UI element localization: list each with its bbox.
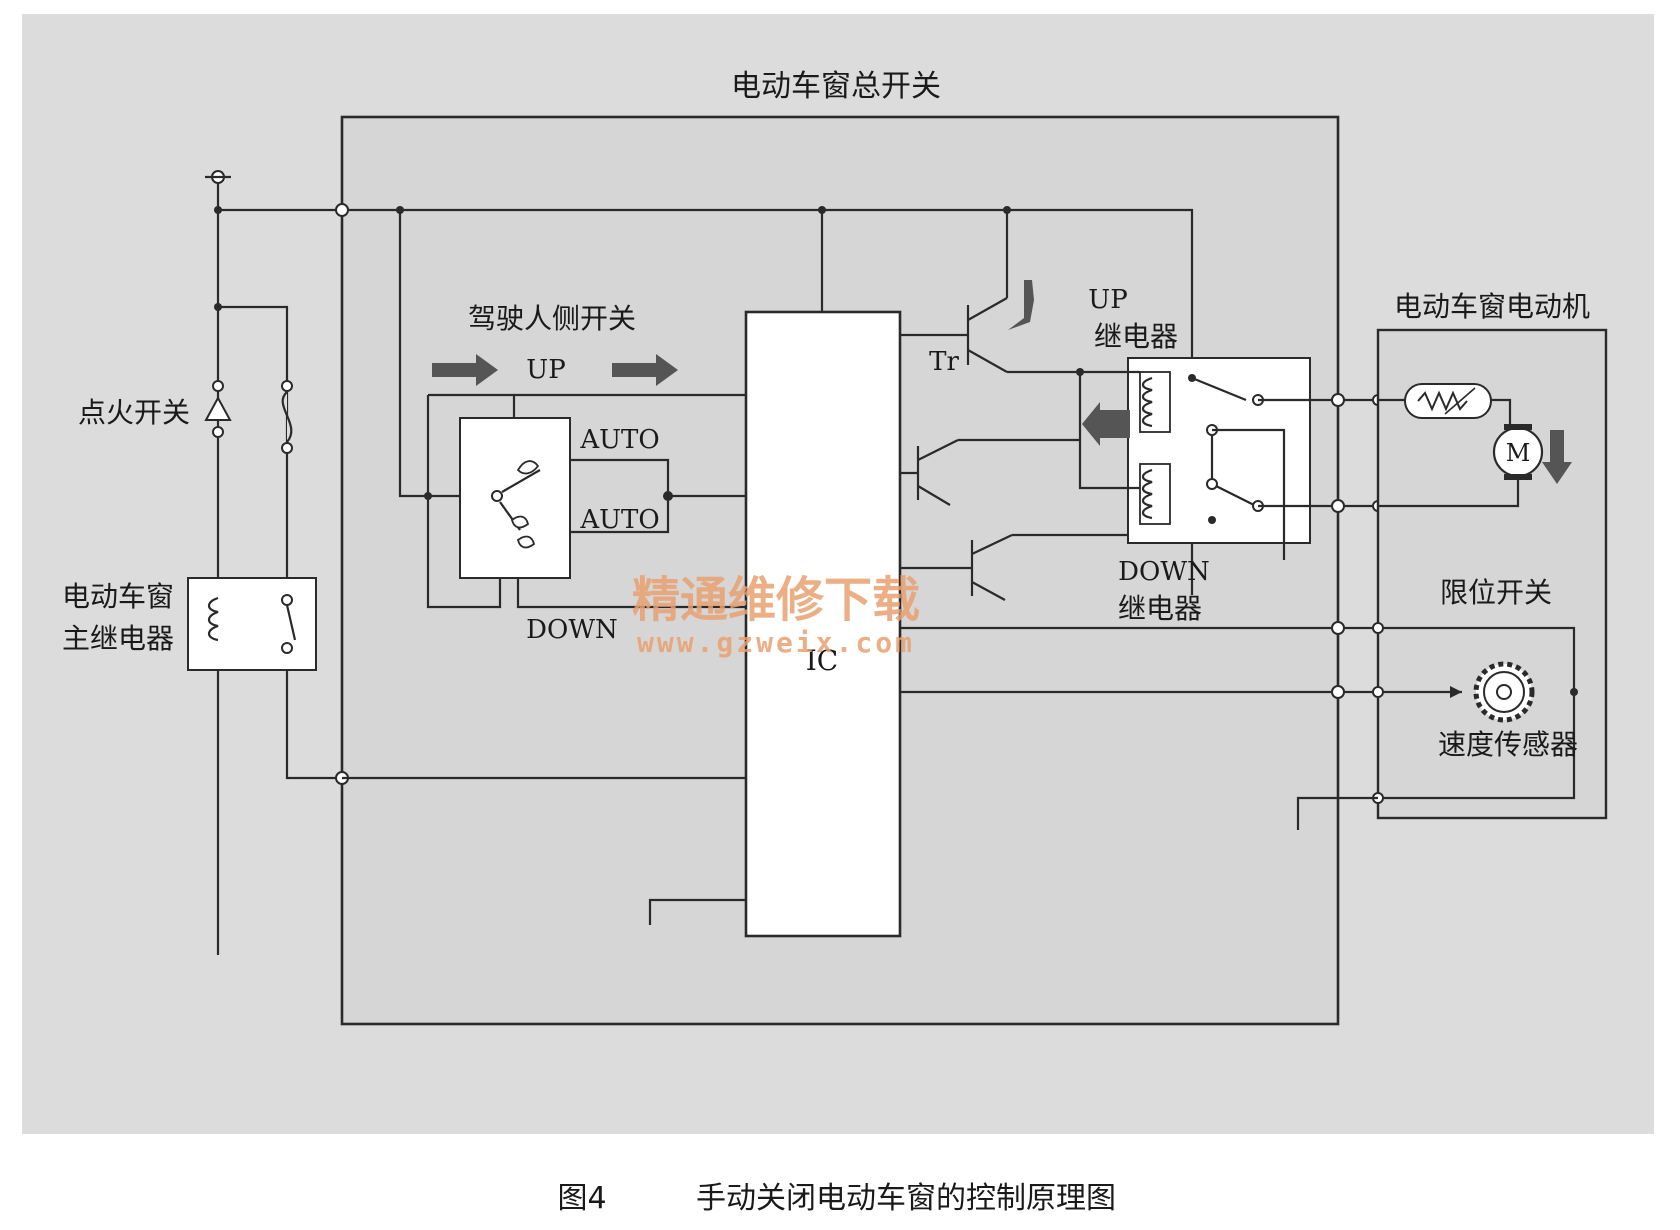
terminal-node (1331, 393, 1345, 407)
down-signal-wire (516, 578, 746, 609)
svg-text:M: M (1506, 439, 1531, 467)
watermark-url: www.gzweix.com (637, 626, 915, 659)
relay-block-box (1127, 357, 1311, 544)
motor-internal-wire (1378, 398, 1512, 425)
main-relay-box (187, 577, 317, 671)
caption-text: 手动关闭电动车窗的控制原理图 (696, 1181, 1116, 1216)
terminal-node (1331, 499, 1345, 513)
main-relay-label-line1: 电动车窗 (62, 580, 174, 613)
direction-down-arrow-icon (1542, 430, 1572, 484)
auto-bottom-label: AUTO (579, 505, 659, 535)
speed-sensor-gear-icon (1450, 661, 1535, 723)
terminal-node (1372, 622, 1384, 634)
sensor-return-wire (1378, 692, 1576, 800)
down-label: DOWN (526, 615, 618, 645)
speed-sensor-label: 速度传感器 (1438, 728, 1578, 761)
limit-switch-wire (900, 626, 1576, 692)
ic-ground-wire (648, 898, 746, 925)
switch-supply-wire (398, 210, 460, 498)
master-switch-label: 电动车窗总开关 (731, 69, 941, 104)
terminal-node (1331, 621, 1345, 635)
terminal-node (1331, 685, 1345, 699)
watermark-title: 精通维修下载 (632, 572, 920, 628)
motor-icon: M (1492, 424, 1544, 480)
down-coil-wire (1078, 440, 1140, 490)
up-relay-label-line1: UP (1088, 285, 1127, 315)
ptc-thermistor-icon (1404, 383, 1492, 419)
motor-ground-wire (1296, 796, 1378, 830)
ic-label: IC (806, 644, 838, 677)
relay-actuate-arrow-icon (1082, 402, 1130, 446)
motor-title: 电动车窗电动机 (1394, 290, 1590, 323)
fuse-branch-wire (218, 305, 342, 780)
down-relay-label-line2: 继电器 (1118, 592, 1202, 625)
relay-ground-wire (1212, 428, 1286, 560)
caption-number: 图4 (557, 1181, 606, 1216)
up-relay-label-line2: 继电器 (1094, 320, 1178, 353)
auto-top-label: AUTO (579, 425, 659, 455)
limit-switch-label: 限位开关 (1440, 576, 1552, 609)
transistor-tr-icon (900, 210, 1078, 374)
rocker-switch-icon (491, 460, 541, 549)
relay-coil-icon (207, 596, 219, 642)
ignition-switch-icon (204, 380, 232, 438)
switch-return-wire (426, 496, 502, 609)
fuse-icon (281, 380, 293, 454)
down-relay-coil-icon (1139, 463, 1171, 525)
transistor-down-driver-icon (900, 533, 1128, 601)
relay-contact-icon (281, 594, 297, 654)
up-relay-coil-icon (1139, 371, 1171, 433)
up-arrow-icon (432, 354, 678, 386)
up-label: UP (526, 355, 565, 385)
tr-label: Tr (929, 347, 959, 377)
terminal-node (1372, 686, 1384, 698)
terminal-node (335, 203, 349, 217)
down-relay-label-line1: DOWN (1118, 557, 1210, 587)
up-coil-wire (1078, 370, 1140, 440)
driver-switch-label: 驾驶人侧开关 (468, 302, 636, 335)
ignition-switch-label: 点火开关 (78, 396, 190, 429)
ic-chip (744, 310, 902, 938)
motor-return-wire (1378, 480, 1520, 508)
main-relay-label-line2: 主继电器 (62, 622, 174, 655)
junction-dot (1076, 368, 1084, 376)
transistor-up-driver-icon (900, 438, 1080, 506)
driver-switch-box (459, 417, 571, 579)
